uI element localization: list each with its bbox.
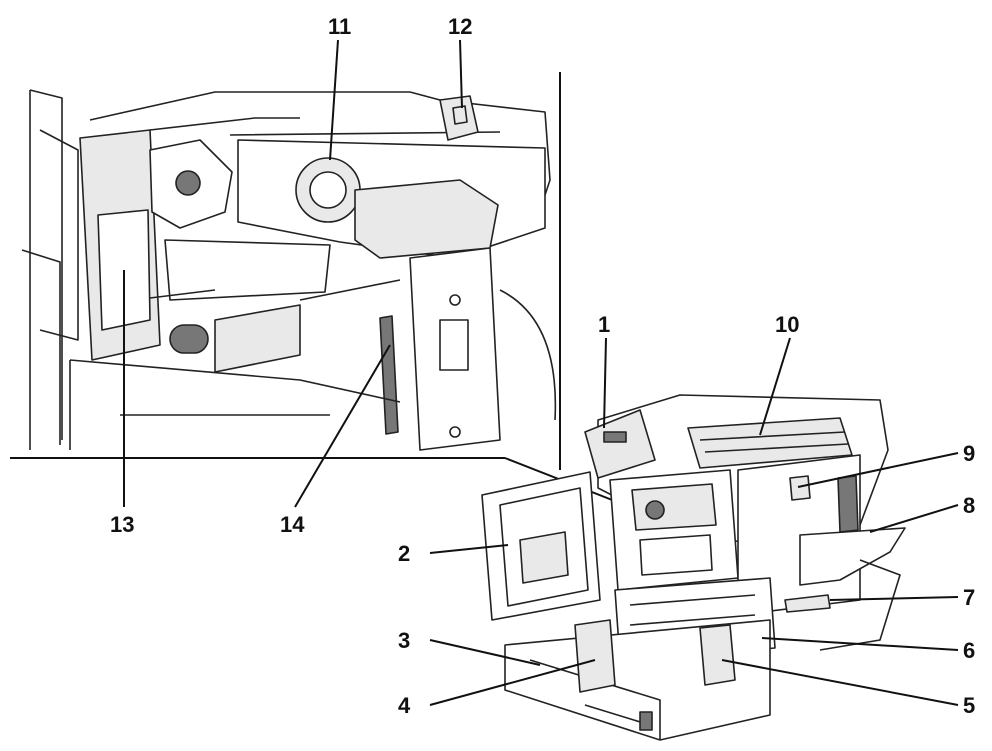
right-frame-curve xyxy=(499,289,557,421)
leader-line-6 xyxy=(761,637,959,651)
callout-8: 8 xyxy=(963,493,975,518)
leader-line-9 xyxy=(797,452,959,488)
callout-3: 3 xyxy=(398,628,410,653)
leader-line-3 xyxy=(429,639,541,666)
leader-lines xyxy=(123,39,959,706)
callout-13: 13 xyxy=(110,512,134,537)
callout-2: 2 xyxy=(398,541,410,566)
printer-inner-drawer xyxy=(639,534,713,576)
front-cover-label xyxy=(519,531,569,584)
callout-labels: 11 12 13 14 1 10 9 8 7 6 5 2 3 4 xyxy=(110,14,975,718)
output-tray xyxy=(687,417,853,469)
inner-rails xyxy=(149,279,401,301)
cassette-indicator xyxy=(639,711,653,731)
toner-release-lever xyxy=(439,95,479,141)
multi-purpose-tray xyxy=(799,527,906,586)
printer-overview xyxy=(481,394,906,741)
callout-6: 6 xyxy=(963,638,975,663)
left-side-edge xyxy=(21,249,61,445)
toner-container-handle xyxy=(354,179,499,259)
cassette-housing-ribs xyxy=(629,594,756,626)
leader-line-1 xyxy=(603,337,607,429)
paper-length-guide xyxy=(699,624,736,686)
output-tray-ribs xyxy=(699,431,849,453)
leader-line-11 xyxy=(329,39,339,161)
left-cover-handle xyxy=(789,475,811,501)
cleaning-brush xyxy=(379,315,399,435)
leader-line-5 xyxy=(721,659,959,706)
detail-inset xyxy=(10,72,626,506)
toner-lever-knob xyxy=(175,170,201,196)
leader-line-14 xyxy=(294,344,391,508)
leader-line-12 xyxy=(459,39,463,109)
callout-14: 14 xyxy=(280,512,305,537)
inset-base xyxy=(69,359,401,450)
left-frame xyxy=(29,89,63,450)
leader-line-4 xyxy=(429,659,596,706)
leader-line-7 xyxy=(829,596,959,601)
main-power-switch xyxy=(784,594,831,613)
side-vent xyxy=(837,475,859,533)
callout-9: 9 xyxy=(963,441,975,466)
callout-7: 7 xyxy=(963,585,975,610)
callout-4: 4 xyxy=(398,693,411,718)
cassette-front-edge xyxy=(529,659,661,740)
frame-screw-top xyxy=(449,294,461,306)
inner-drawer xyxy=(214,304,301,373)
printer-toner-area xyxy=(631,483,717,531)
printer-toner-cap xyxy=(645,500,665,520)
leader-line-8 xyxy=(869,504,959,533)
operation-panel xyxy=(584,409,656,479)
front-cover-inner xyxy=(499,487,589,607)
frame-screw-bottom xyxy=(449,426,461,438)
cassette-handle xyxy=(584,704,651,726)
operation-panel-display xyxy=(603,431,627,443)
toner-cap-inner xyxy=(309,171,347,209)
callout-1: 1 xyxy=(598,312,610,337)
inner-chamber xyxy=(164,239,331,301)
transfer-roller xyxy=(169,324,209,354)
callout-5: 5 xyxy=(963,693,975,718)
printer-stand-edge xyxy=(819,559,901,651)
callout-11: 11 xyxy=(328,14,351,39)
callout-12: 12 xyxy=(448,14,472,39)
paper-width-guide xyxy=(574,619,616,693)
leader-line-2 xyxy=(429,544,509,554)
frame-slot xyxy=(439,319,469,371)
right-inner-frame xyxy=(409,247,501,451)
callout-10: 10 xyxy=(775,312,799,337)
left-side-panel xyxy=(39,129,79,341)
leader-line-10 xyxy=(759,337,791,436)
